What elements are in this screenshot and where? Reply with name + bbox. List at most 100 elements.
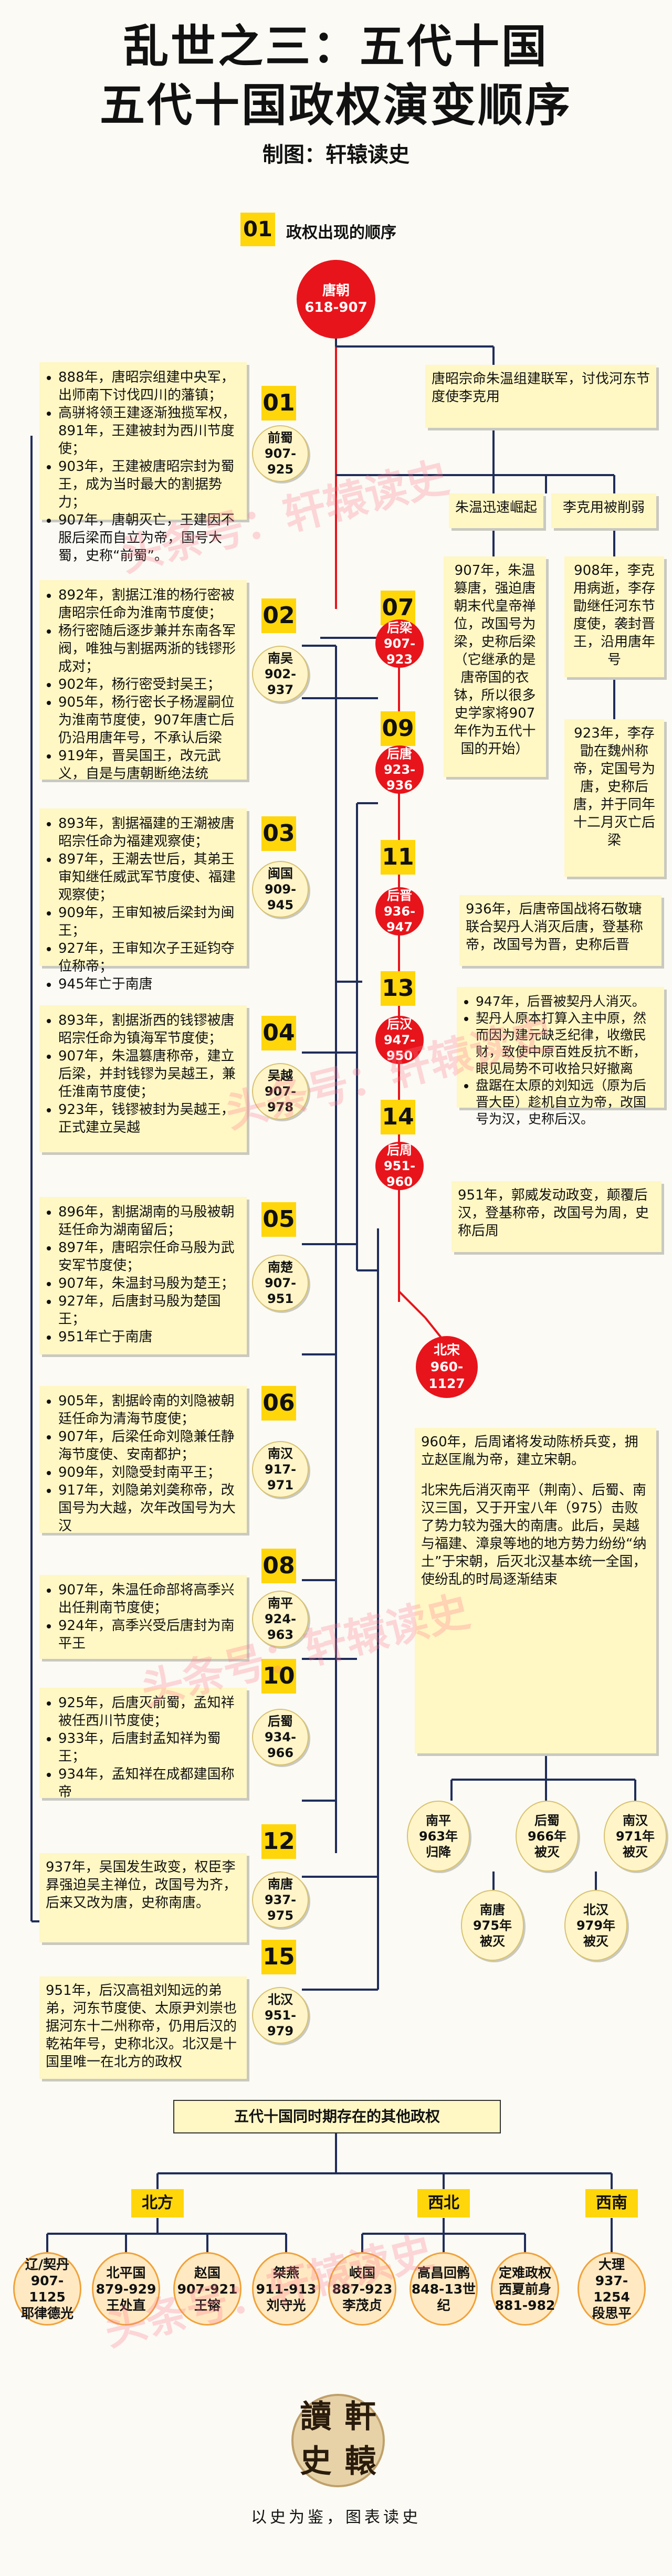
- ten-note-3: 893年，割据福建的王潮被唐昭宗任命为福建观察使； 897年，王潮去世后，其弟王…: [39, 808, 247, 992]
- song-name: 北宋: [433, 1342, 460, 1358]
- ten-name: 后蜀: [268, 1714, 293, 1729]
- ten-num-9: 12: [261, 1824, 296, 1859]
- ten-note-line: 903年，王建被唐昭宗封为蜀王，成为当时最大的割据势力；: [58, 458, 239, 511]
- ten-name: 南楚: [268, 1260, 293, 1275]
- ten-years: 917-971: [264, 1462, 297, 1492]
- tang-note: 唐昭宗命朱温组建联军，讨伐河东节度使李克用: [425, 365, 656, 428]
- ten-years: 902-937: [264, 667, 297, 697]
- logo-char: 軒: [344, 2399, 376, 2435]
- houjin-note: 936年，后唐帝国战将石敬瑭联合契丹人消灭后唐，登基称帝，改国号为晋，史称后晋: [459, 895, 662, 966]
- regime-years: 911-913: [256, 2281, 317, 2297]
- credit-line: 制图：轩辕读史: [262, 143, 410, 167]
- ten-years: 909-945: [264, 882, 297, 912]
- ten-years: 937-975: [264, 1892, 297, 1923]
- ten-note-line: 945年亡于南唐: [58, 975, 239, 993]
- ten-note-line: 927年，王审知次子王延钧夺位称帝；: [58, 940, 239, 975]
- ten-note-line: 924年，高季兴受后唐封为南平王: [58, 1617, 239, 1653]
- ten-note-9: 937年，吴国发生政变，权臣李昪强迫吴主禅位，改国号为齐，后来又改为唐，史称南唐…: [39, 1853, 247, 1942]
- fate-detail: 963年: [418, 1828, 458, 1844]
- branch-right: 李克用被削弱: [551, 493, 656, 528]
- ten-note-line: 951年亡于南唐: [58, 1328, 239, 1346]
- ten-note-line: 917年，刘隐弟刘䶮称帝，改国号为大越，次年改国号为大汉: [58, 1481, 239, 1535]
- ten-note-line: 919年，晋吴国王，改元武义，自是与唐朝断绝法统: [58, 747, 239, 783]
- ten-note-line: 902年，杨行密受封吴王；: [58, 676, 239, 693]
- regime-name: 辽/契丹: [25, 2257, 70, 2272]
- regime-ruler: 段思平: [592, 2306, 632, 2321]
- ten-years: 924-963: [264, 1612, 297, 1642]
- ten-note-line: 896年，割据湖南的马殷被朝廷任命为湖南留后；: [58, 1203, 239, 1239]
- region-north: 北方: [131, 2189, 184, 2217]
- regime-ruler: 李茂贞: [342, 2297, 382, 2313]
- ten-note-line: 893年，割据福建的王潮被唐昭宗任命为福建观察使；: [58, 815, 239, 850]
- five-years-4: 947-950: [383, 1033, 416, 1063]
- ten-note-line: 909年，刘隐受封南平王；: [58, 1464, 239, 1481]
- regime-ruler: 881-982: [495, 2297, 555, 2313]
- ten-note-7: 907年，朱温任命部将高季兴出任荆南节度使； 924年，高季兴受后唐封为南平王: [39, 1575, 247, 1659]
- intro-number: 01: [240, 213, 275, 246]
- ten-years: 907-951: [264, 1276, 297, 1306]
- regime-name: 大理: [598, 2257, 625, 2272]
- song-years: 960-1127: [428, 1359, 465, 1391]
- regime-years: 848-13世纪: [411, 2281, 476, 2313]
- logo-char: 讀: [300, 2399, 332, 2435]
- ten-num-4: 04: [261, 1016, 296, 1050]
- ten-note-line: 897年，王潮去世后，其弟王审知继任威武军节度使、福建观察使；: [58, 850, 239, 904]
- ten-num-7: 08: [261, 1549, 296, 1583]
- five-num-4: 13: [381, 971, 415, 1006]
- logo-char: 轅: [344, 2443, 376, 2480]
- ten-note-line: 907年，朱温篡唐称帝，建立后梁，并封钱镠为吴越王，兼任淮南节度使；: [58, 1047, 239, 1101]
- region-southwest: 西南: [585, 2189, 638, 2217]
- zhuwen-note: 907年，朱温篡唐，强迫唐朝末代皇帝禅位，改国号为梁，史称后梁（它继承的是唐帝国…: [444, 556, 546, 777]
- five-years-5: 951-960: [383, 1159, 416, 1189]
- ten-note-line: 933年，后唐封孟知祥为蜀王；: [58, 1730, 239, 1765]
- ten-note-4: 893年，割据浙西的钱镠被唐昭宗任命为镇海军节度使； 907年，朱温篡唐称帝，建…: [39, 1005, 247, 1152]
- ten-note-line: 905年，杨行密长子杨渥嗣位为淮南节度使，907年唐亡后仍沿用唐年号，不承认后梁: [58, 693, 239, 747]
- fate-name: 后蜀: [534, 1813, 560, 1828]
- ten-name: 闽国: [268, 866, 293, 881]
- ten-name: 南汉: [268, 1446, 293, 1461]
- ten-note-line: 888年，唐昭宗组建中央军，出师南下讨伐四川的藩镇；: [58, 369, 239, 404]
- ten-num-5: 05: [261, 1202, 296, 1237]
- ten-note-8: 925年，后唐灭前蜀，孟知祥被任西川节度使； 933年，后唐封孟知祥为蜀王； 9…: [39, 1688, 247, 1800]
- ten-note-line: 925年，后唐灭前蜀，孟知祥被任西川节度使；: [58, 1694, 239, 1730]
- ten-note-10: 951年，后汉高祖刘知远的弟弟，河东节度使、太原尹刘崇也据河东十二州称帝，仍用后…: [39, 1976, 247, 2079]
- regime-years: 879-929: [96, 2281, 156, 2297]
- ten-note-line: 907年，朱温任命部将高季兴出任荆南节度使；: [58, 1581, 239, 1617]
- liku-note-2: 923年，李存勖在魏州称帝，定国号为唐，史称后唐，并于同年十二月灭亡后梁: [564, 719, 664, 877]
- houzhou-note: 951年，郭威发动政变，颠覆后汉，登基称帝，改国号为周，史称后周: [452, 1181, 662, 1252]
- fate-end: 被灭: [623, 1844, 648, 1859]
- regime-name: 桀燕: [272, 2265, 299, 2280]
- five-num-2: 09: [381, 711, 415, 746]
- five-num-1: 07: [381, 591, 415, 625]
- ten-note-line: 杨行密随后逐步兼并东南各军阀，唯独与割据两浙的钱镠形成对；: [58, 622, 239, 676]
- ten-note-line: 905年，割据岭南的刘隐被朝廷任命为清海节度使；: [58, 1392, 239, 1428]
- regime-name: 定难政权: [498, 2265, 551, 2280]
- page-title-line1: 乱世之三：五代十国: [123, 20, 549, 73]
- ten-note-line: 927年，后唐封马殷为楚国王；: [58, 1292, 239, 1328]
- five-name-5: 后周: [387, 1143, 412, 1158]
- fate-detail: 966年: [527, 1828, 567, 1844]
- ten-years: 951-979: [264, 2008, 297, 2038]
- fate-end: 归降: [426, 1844, 451, 1859]
- ten-num-3: 03: [261, 816, 296, 851]
- ten-name: 南吴: [268, 651, 293, 666]
- houhan-note-2: 契丹人原本打算入主中原，然而因为建元缺乏纪律，收缴民财，致使中原百姓反抗不断，眼…: [476, 1010, 657, 1077]
- regime-name: 岐国: [349, 2265, 375, 2280]
- ten-note-5: 896年，割据湖南的马殷被朝廷任命为湖南留后； 897年，唐昭宗任命马殷为武安军…: [39, 1197, 247, 1354]
- ten-num-1: 01: [261, 386, 296, 420]
- ten-note-2: 892年，割据江淮的杨行密被唐昭宗任命为淮南节度使； 杨行密随后逐步兼并东南各军…: [39, 580, 247, 783]
- regime-ruler: 王镕: [194, 2297, 220, 2313]
- five-name-3: 后晋: [387, 888, 412, 903]
